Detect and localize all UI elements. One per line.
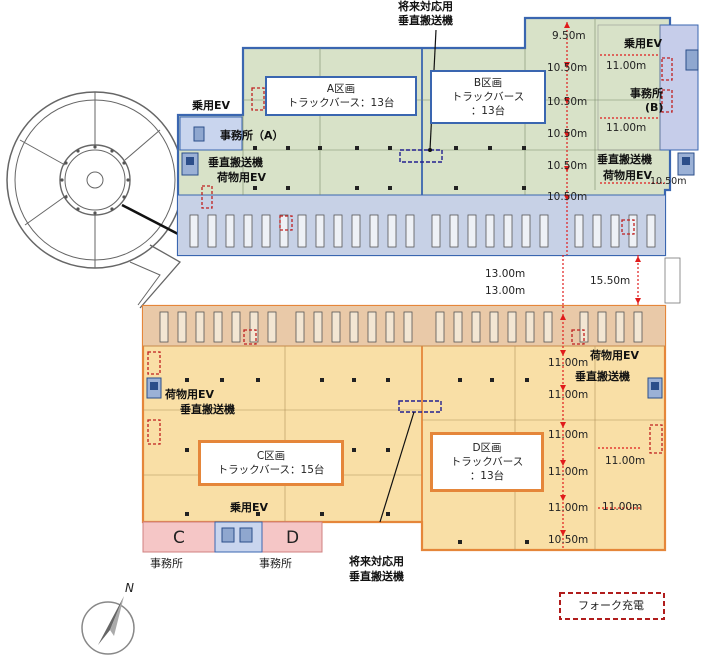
passenger-ev-cd-label: 乗用EV: [230, 501, 269, 514]
dim-right-bottom-2: 11.00m: [602, 501, 643, 513]
dim-right-top-2: 11.00m: [606, 122, 647, 134]
zone-a-berth: トラックバース：13台: [287, 97, 395, 109]
future-conveyor-bottom-label-1: 将来対応用: [349, 555, 404, 568]
dim-bottom-5: 11.00m: [548, 502, 589, 514]
north-label: N: [125, 581, 134, 595]
compass-icon: [81, 596, 135, 655]
zone-a-name: A区画: [326, 82, 356, 95]
future-conveyor-top-label-2: 垂直搬送機: [398, 14, 453, 27]
zone-c-berth: トラックバース：15台: [217, 464, 325, 476]
dim-top-3: 10.50m: [547, 96, 588, 108]
future-conveyor-upper: [399, 149, 443, 163]
future-conveyor-lower: [398, 400, 442, 413]
dim-top-4: 10.50m: [547, 128, 588, 140]
dim-right-top-1: 11.00m: [606, 60, 647, 72]
fork-charging-markers-upper: [201, 57, 673, 235]
vertical-conveyor-c-label: 垂直搬送機: [180, 403, 235, 416]
office-c-label: 事務所: [150, 557, 183, 570]
dim-right-bottom-1: 11.00m: [605, 455, 646, 467]
upper-equipment-icons: [181, 49, 699, 176]
zone-d-berth-2: ：13台: [469, 470, 505, 483]
dim-top-2: 10.50m: [547, 62, 588, 74]
dim-gap-left-2: 13.00m: [485, 285, 526, 297]
office-c-letter: C: [173, 528, 185, 548]
office-b-label-1: 事務所: [630, 87, 663, 100]
zone-b-berth-1: トラックバース: [451, 90, 525, 103]
passenger-ev-b-label: 乗用EV: [624, 37, 663, 50]
dim-gap-left-1: 13.00m: [485, 268, 526, 280]
dim-top-5: 10.50m: [547, 160, 588, 172]
lower-dock-stalls: [159, 311, 643, 343]
dim-bottom-1: 11.00m: [548, 357, 589, 369]
zone-a-box: A区画 トラックバース：13台: [265, 76, 417, 116]
vertical-conveyor-d-label: 垂直搬送機: [575, 370, 630, 383]
freight-ev-c-label: 荷物用EV: [165, 388, 215, 401]
legend-fork-charging: フォーク充電: [578, 599, 644, 612]
freight-ev-a-label: 荷物用EV: [217, 171, 267, 184]
zone-b-berth-2: ：13台: [470, 105, 506, 118]
legend-swatch: [559, 592, 665, 620]
dim-right-top-3: 10.50m: [650, 176, 687, 187]
dim-bottom-4: 11.00m: [548, 466, 589, 478]
fork-charging-markers-lower: [147, 329, 663, 454]
vertical-conveyor-b-label: 垂直搬送機: [597, 153, 652, 166]
dim-gap-right: 15.50m: [590, 275, 631, 287]
spiral-dots: [60, 145, 130, 215]
upper-dock-stalls: [189, 214, 656, 248]
dim-top-6: 10.50m: [547, 191, 588, 203]
zone-b-name: B区画: [473, 76, 503, 89]
office-d-letter: D: [286, 528, 300, 548]
zone-d-name: D区画: [472, 441, 502, 454]
future-conveyor-top-label-1: 将来対応用: [398, 0, 453, 13]
spiral-ramp: [6, 91, 184, 309]
dim-bottom-3: 11.00m: [548, 429, 589, 441]
office-a-label: 事務所（A）: [220, 129, 284, 142]
vertical-conveyor-a-label: 垂直搬送機: [208, 156, 263, 169]
freight-ev-d-label: 荷物用EV: [590, 349, 640, 362]
lower-equipment-icons: [146, 377, 663, 399]
freight-ev-b-label: 荷物用EV: [603, 169, 653, 182]
office-d-label: 事務所: [259, 557, 292, 570]
zone-b-box: B区画 トラックバース ：13台: [430, 70, 546, 124]
passenger-ev-a-label: 乗用EV: [192, 99, 231, 112]
zone-d-berth-1: トラックバース: [450, 455, 524, 468]
future-conveyor-bottom-label-2: 垂直搬送機: [349, 570, 404, 583]
zone-c-box: C区画 トラックバース：15台: [198, 440, 344, 486]
zone-c-name: C区画: [256, 449, 286, 462]
dim-bottom-2: 11.00m: [548, 389, 589, 401]
dim-top-1: 9.50m: [552, 30, 586, 42]
office-b-label-2: (B): [645, 101, 664, 114]
dim-bottom-6: 10.50m: [548, 534, 589, 546]
zone-d-box: D区画 トラックバース ：13台: [430, 432, 544, 492]
